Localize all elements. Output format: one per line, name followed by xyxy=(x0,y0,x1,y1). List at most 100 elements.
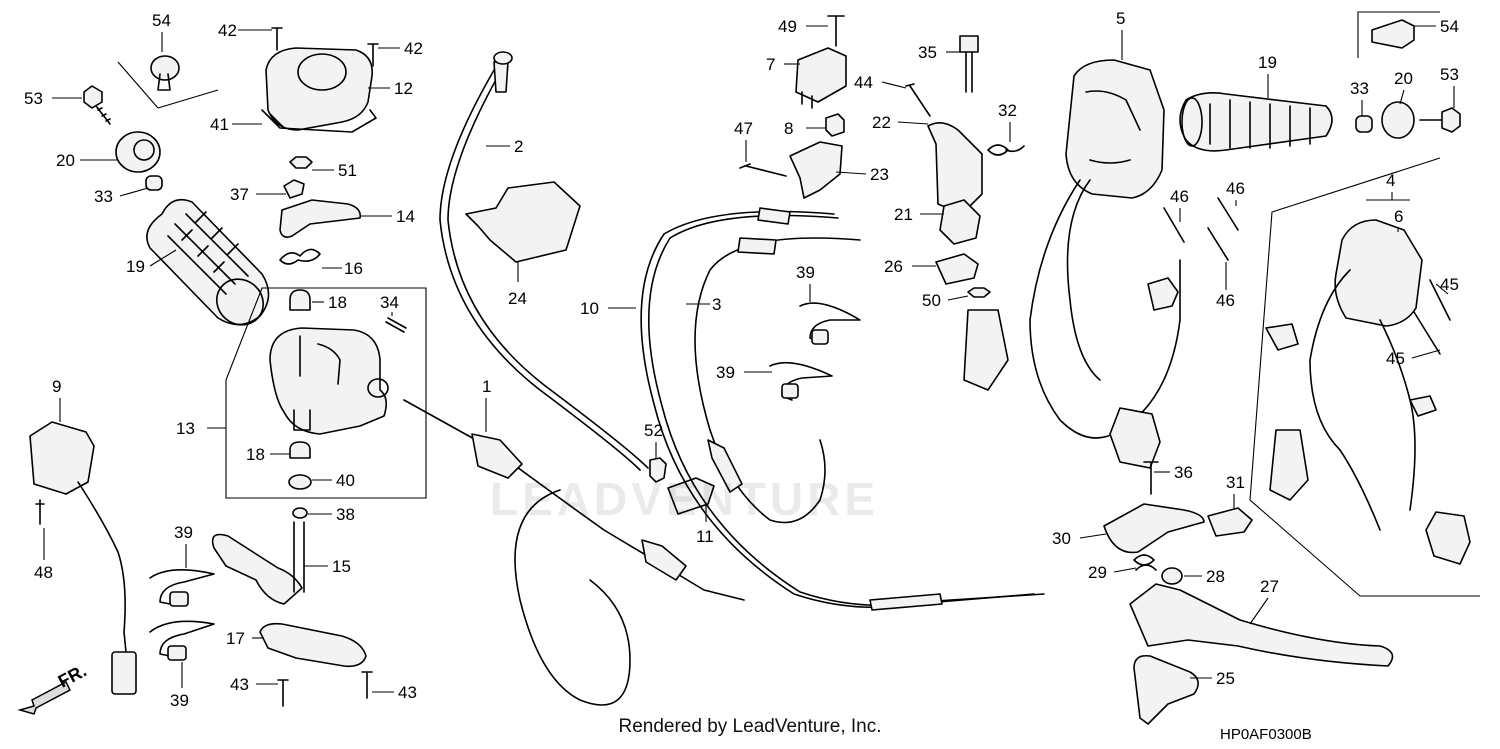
callout-leader-30 xyxy=(1079,533,1107,539)
cap-18-lower xyxy=(289,441,311,459)
callout-label-50: 50 xyxy=(922,291,941,310)
bracket-25 xyxy=(1133,654,1199,725)
callout-label-4: 4 xyxy=(1386,171,1395,190)
callout-label-12: 12 xyxy=(394,79,413,98)
nut-51 xyxy=(289,156,313,169)
bolt-35 xyxy=(959,35,979,93)
front-direction-arrow xyxy=(17,680,71,715)
module-9 xyxy=(29,421,137,695)
callout-label-41: 41 xyxy=(210,115,229,134)
cable-1 xyxy=(403,399,745,706)
callout-leader-22 xyxy=(897,121,929,125)
callout-leader-27 xyxy=(1249,597,1269,625)
screws-42 xyxy=(271,27,379,67)
straps-39-left xyxy=(149,569,215,661)
brake-lever-27 xyxy=(1129,583,1394,667)
callout-label-53: 53 xyxy=(24,89,43,108)
callout-label-54: 54 xyxy=(152,11,171,30)
callout-label-10: 10 xyxy=(580,299,599,318)
callout-label-21: 21 xyxy=(894,205,913,224)
washer-37 xyxy=(283,179,305,199)
bolt-53-left xyxy=(83,85,111,125)
callout-leader-45 xyxy=(1435,283,1449,295)
clip-54-left xyxy=(117,55,219,109)
cable-10 xyxy=(640,207,1045,611)
callout-label-43: 43 xyxy=(230,675,249,694)
callout-label-7: 7 xyxy=(766,55,775,74)
callout-label-53: 53 xyxy=(1440,65,1459,84)
nut-50 xyxy=(967,287,991,298)
callout-label-2: 2 xyxy=(514,137,523,156)
callout-label-14: 14 xyxy=(396,207,415,226)
callout-label-47: 47 xyxy=(734,119,753,138)
callout-label-9: 9 xyxy=(52,377,61,396)
switch-6 xyxy=(1265,219,1471,565)
callout-label-5: 5 xyxy=(1116,9,1125,28)
straps-39-center xyxy=(769,302,861,401)
cap-28 xyxy=(1161,567,1183,585)
spring-29 xyxy=(1133,554,1157,571)
throttle-housing-13 xyxy=(269,327,389,435)
grip-19-left xyxy=(146,198,270,326)
spring-16 xyxy=(279,248,321,265)
callout-label-23: 23 xyxy=(870,165,889,184)
bracket-17 xyxy=(259,622,367,668)
callout-leader-50 xyxy=(947,295,969,301)
callout-label-51: 51 xyxy=(338,161,357,180)
bolt-44 xyxy=(905,83,931,117)
callout-label-13: 13 xyxy=(176,419,195,438)
washer-40 xyxy=(288,474,312,490)
bolt-36 xyxy=(1143,461,1159,495)
collar-33-left xyxy=(145,175,163,191)
callout-leader-33 xyxy=(119,187,149,197)
callout-label-22: 22 xyxy=(872,113,891,132)
callout-label-19: 19 xyxy=(1258,53,1277,72)
washer-38 xyxy=(292,507,308,519)
callout-label-31: 31 xyxy=(1226,473,1245,492)
pin-34 xyxy=(385,317,407,333)
screws-45 xyxy=(1413,279,1451,355)
callout-leader-20 xyxy=(1399,89,1405,105)
collar-33-right xyxy=(1355,115,1373,133)
screw-52 xyxy=(649,457,667,483)
pad-31 xyxy=(1207,507,1253,537)
callout-label-19: 19 xyxy=(126,257,145,276)
callout-label-11: 11 xyxy=(696,527,714,546)
callout-label-39: 39 xyxy=(174,523,193,542)
callout-label-16: 16 xyxy=(344,259,363,278)
bolts-43 xyxy=(277,671,373,707)
callout-label-30: 30 xyxy=(1052,529,1071,548)
callout-label-54: 54 xyxy=(1440,17,1459,36)
clip-54-right xyxy=(1357,11,1440,58)
callout-leader-23 xyxy=(835,171,867,175)
callout-label-45: 45 xyxy=(1386,349,1405,368)
subassembly-box-4 xyxy=(1249,157,1480,597)
thumb-lever-15 xyxy=(211,521,305,605)
boot-24 xyxy=(465,181,581,263)
callout-label-46: 46 xyxy=(1170,187,1189,206)
diagram-code: HP0AF0300B xyxy=(1220,726,1312,743)
callout-label-20: 20 xyxy=(1394,69,1413,88)
bolt-47 xyxy=(739,163,787,177)
callout-label-1: 1 xyxy=(482,377,491,396)
callout-label-6: 6 xyxy=(1394,207,1403,226)
callout-label-42: 42 xyxy=(218,21,237,40)
callout-label-25: 25 xyxy=(1216,669,1235,688)
callout-label-45: 45 xyxy=(1440,275,1459,294)
callout-label-44: 44 xyxy=(854,73,873,92)
callout-label-27: 27 xyxy=(1260,577,1279,596)
callout-label-40: 40 xyxy=(336,471,355,490)
callout-label-37: 37 xyxy=(230,185,249,204)
clamp-22 xyxy=(927,122,983,215)
callout-label-46: 46 xyxy=(1216,291,1235,310)
plunger-8 xyxy=(825,113,845,137)
switch-7 xyxy=(795,15,847,109)
callout-label-18: 18 xyxy=(246,445,265,464)
watermark: LEADVENTURE xyxy=(490,473,880,525)
group-bracket-13 xyxy=(207,287,427,499)
callout-label-43: 43 xyxy=(398,683,417,702)
callout-label-29: 29 xyxy=(1088,563,1107,582)
cable-3 xyxy=(694,237,861,524)
